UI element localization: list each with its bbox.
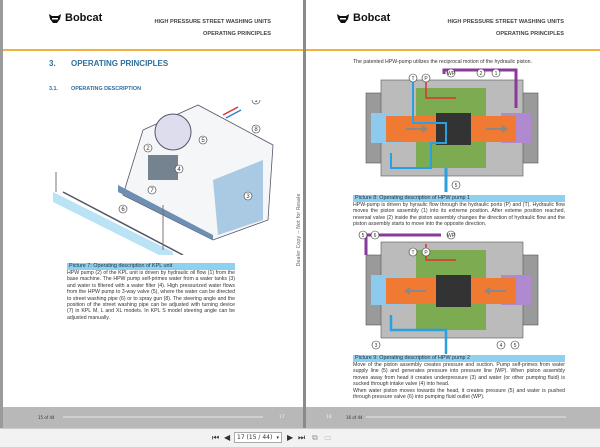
- svg-text:3: 3: [246, 194, 250, 200]
- header-divider: [3, 49, 303, 51]
- svg-text:2: 2: [146, 146, 150, 152]
- footer-contact: [366, 416, 566, 418]
- svg-text:5: 5: [514, 343, 517, 349]
- header-title: HIGH PRESSURE STREET WASHING UNITS: [447, 19, 564, 25]
- svg-text:P: P: [424, 76, 428, 82]
- kpl-unit-illustration: 1 2 3 4 5 6 7 8: [53, 100, 274, 255]
- intro-text: The patented HPW-pump utilizes the recip…: [353, 59, 532, 65]
- svg-text:5: 5: [455, 183, 458, 189]
- bobcat-head-icon: [337, 13, 349, 23]
- page-separator: [303, 0, 306, 428]
- page-number: 17: [279, 415, 285, 420]
- body-text: HPW pump (2) of the KPL unit is driven b…: [67, 270, 235, 321]
- page-18: Bobcat HIGH PRESSURE STREET WASHING UNIT…: [306, 0, 600, 407]
- svg-text:6: 6: [374, 233, 377, 239]
- svg-text:1: 1: [254, 100, 258, 104]
- figure-7-caption: Picture 7: Operating description of KPL …: [67, 263, 235, 270]
- svg-text:T: T: [411, 76, 414, 82]
- page-18-footer: 18 16 of 44: [306, 407, 600, 428]
- figure-9-caption: Picture 9: Operating description of HPW …: [353, 355, 565, 362]
- page-select[interactable]: 17 (15 / 44)▾: [234, 432, 282, 443]
- document-viewport[interactable]: Bobcat HIGH PRESSURE STREET WASHING UNIT…: [0, 0, 600, 428]
- header-divider: [306, 49, 600, 51]
- header-title: HIGH PRESSURE STREET WASHING UNITS: [154, 19, 271, 25]
- bobcat-head-icon: [49, 13, 61, 23]
- copy-icon[interactable]: ⧉: [312, 433, 318, 442]
- navigation-toolbar: ⏮ ◀ 17 (15 / 44)▾ ▶ ⏭ ⧉ ▭: [0, 428, 600, 447]
- hpw-pump-diagram-1: WP 2 1 T P 5: [365, 68, 539, 192]
- figure-9-text: Move of the piston assembly creates pres…: [353, 362, 565, 401]
- subsection-heading: 3.1.OPERATING DESCRIPTION: [49, 86, 141, 92]
- page-count: 15 of 44: [38, 415, 55, 420]
- svg-text:5: 5: [362, 233, 365, 239]
- svg-text:T: T: [411, 250, 414, 256]
- footer-contact: [63, 416, 263, 418]
- page-header: HIGH PRESSURE STREET WASHING UNITS OPERA…: [447, 16, 564, 40]
- page-header: HIGH PRESSURE STREET WASHING UNITS OPERA…: [154, 16, 271, 40]
- brand-text: Bobcat: [353, 12, 391, 24]
- section-heading: 3.OPERATING PRINCIPLES: [49, 59, 169, 68]
- svg-text:1: 1: [495, 71, 498, 77]
- figure-8-caption: Picture 8: Operating description of HPW …: [353, 195, 565, 202]
- view-icon[interactable]: ▭: [324, 433, 332, 442]
- svg-text:4: 4: [500, 343, 503, 349]
- page-number: 18: [326, 415, 332, 420]
- last-page-icon[interactable]: ⏭: [298, 433, 306, 442]
- prev-page-icon[interactable]: ◀: [224, 433, 231, 442]
- svg-text:7: 7: [150, 188, 154, 194]
- svg-text:6: 6: [121, 207, 125, 213]
- svg-text:WP: WP: [447, 233, 456, 239]
- svg-text:3: 3: [375, 343, 378, 349]
- header-subtitle: OPERATING PRINCIPLES: [203, 31, 271, 37]
- page-17-footer: 15 of 44 17: [3, 407, 303, 428]
- bobcat-logo: Bobcat: [336, 12, 390, 24]
- chevron-down-icon[interactable]: ▾: [276, 435, 279, 441]
- page-17: Bobcat HIGH PRESSURE STREET WASHING UNIT…: [3, 0, 303, 407]
- next-page-icon[interactable]: ▶: [287, 433, 294, 442]
- svg-text:2: 2: [480, 71, 483, 77]
- svg-text:WP: WP: [447, 71, 456, 77]
- svg-text:4: 4: [177, 167, 181, 173]
- svg-text:5: 5: [201, 138, 205, 144]
- page-count: 16 of 44: [346, 415, 363, 420]
- svg-text:P: P: [424, 250, 428, 256]
- figure-8-text: HPW-pump is driven by hyraulic flow thro…: [353, 202, 565, 228]
- brand-text: Bobcat: [65, 12, 103, 24]
- header-subtitle: OPERATING PRINCIPLES: [496, 31, 564, 37]
- first-page-icon[interactable]: ⏮: [212, 433, 220, 442]
- hpw-pump-diagram-2: 5 6 WP T P 3 4 5: [358, 230, 539, 354]
- bobcat-logo: Bobcat: [48, 12, 102, 24]
- svg-text:8: 8: [254, 127, 258, 133]
